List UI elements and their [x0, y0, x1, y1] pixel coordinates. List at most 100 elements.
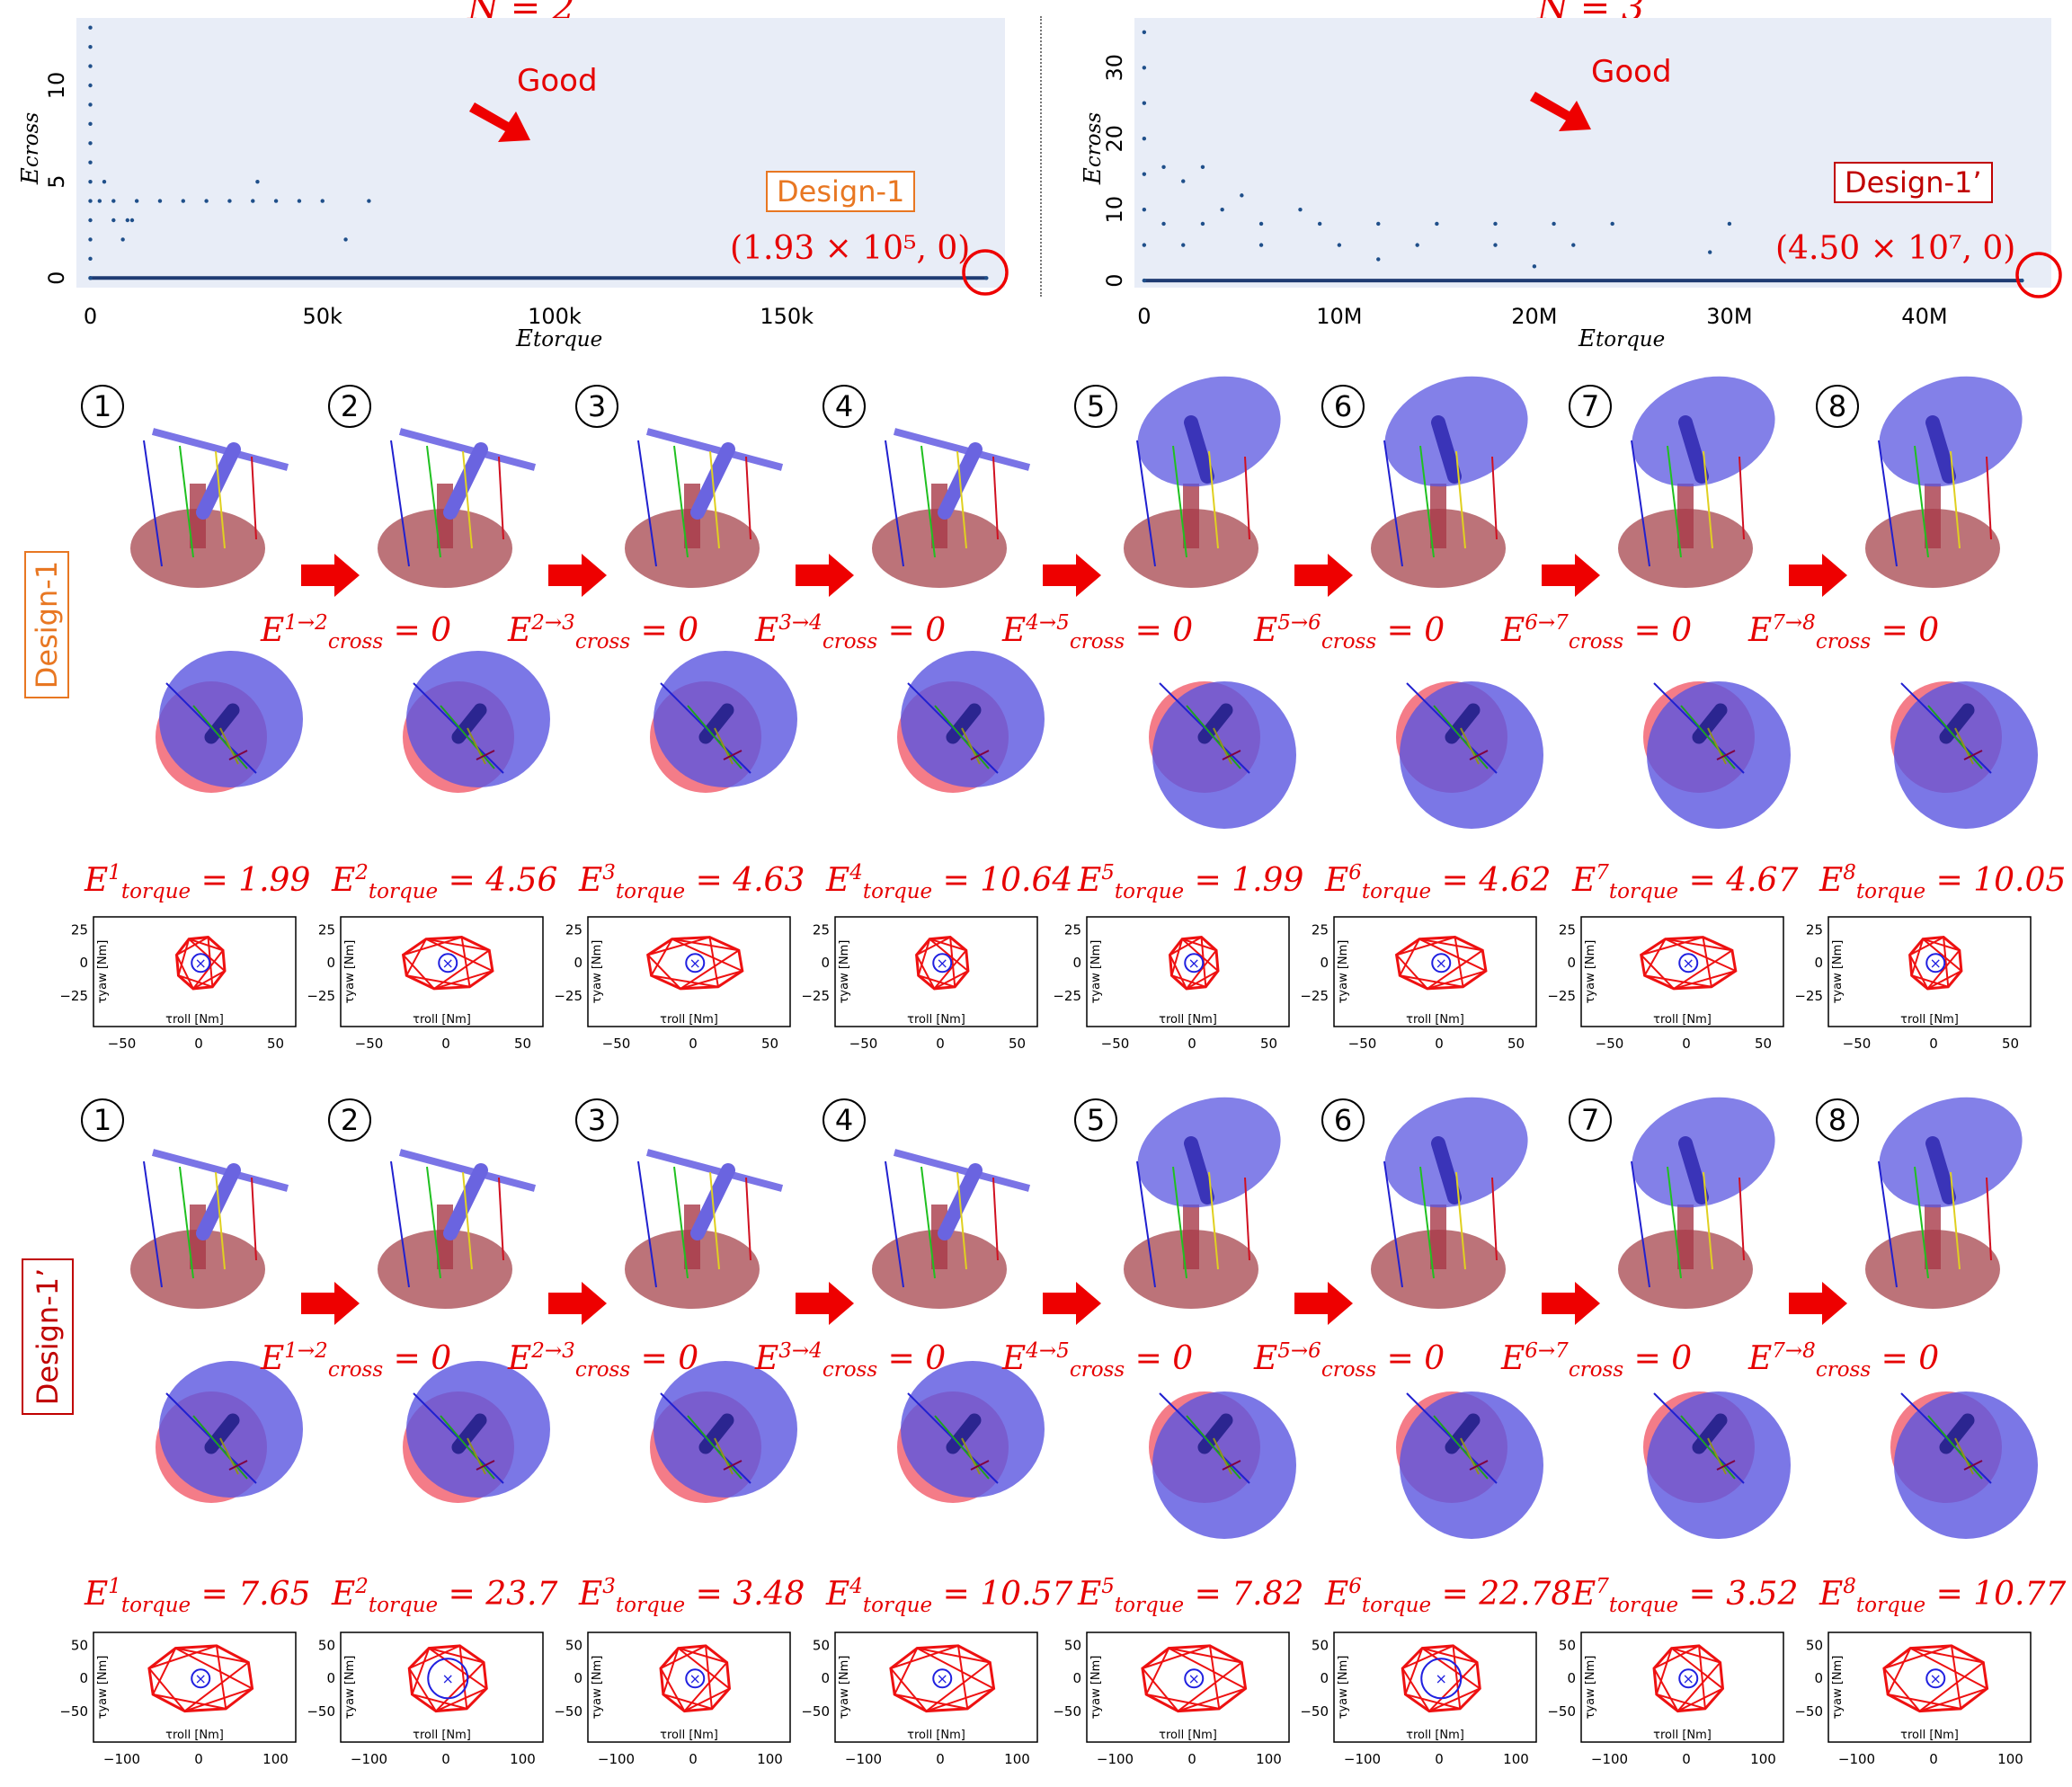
cable-projection	[961, 727, 981, 765]
cable-projection	[714, 727, 734, 765]
good-arrow-right	[1530, 92, 1591, 131]
cable-projection	[1653, 1392, 1745, 1484]
x-tick-label: 30M	[1706, 304, 1752, 329]
cable-projection	[714, 1437, 734, 1475]
torque-label-1: E1torque = 7.65	[84, 1575, 311, 1618]
mini-y-tick: −50	[307, 1703, 335, 1720]
wrench-edge	[1145, 1648, 1170, 1695]
wrench-edge	[1142, 1644, 1211, 1669]
x-tick-label: 40M	[1901, 304, 1947, 329]
platform-projection	[1400, 1391, 1543, 1539]
mini-x-tick: 100	[1256, 1751, 1282, 1767]
cable	[1878, 440, 1898, 567]
data-point	[88, 237, 93, 242]
transition-arrow	[548, 1282, 607, 1325]
step-number-7: 7	[1569, 1098, 1612, 1142]
wrench-edge	[915, 954, 936, 990]
wrench-edge	[916, 936, 951, 956]
mini-x-tick: 50	[1260, 1036, 1277, 1052]
mini-plot-frame	[1086, 1631, 1290, 1743]
mini-x-tick: 50	[2002, 1036, 2019, 1052]
mini-x-tick: 0	[689, 1751, 698, 1767]
cable-projection	[467, 727, 486, 765]
wrench-edge	[680, 949, 740, 990]
data-point	[1161, 164, 1166, 169]
wrench-edge	[1640, 954, 1675, 990]
wrench-edge	[1919, 1687, 1988, 1712]
wrench-edge	[917, 938, 931, 976]
mini-x-tick: 50	[761, 1036, 778, 1052]
point-label-left: (1.93 × 10⁵, 0)	[730, 230, 971, 267]
cable	[1455, 1171, 1466, 1270]
cable-projection	[1186, 705, 1241, 769]
mini-plot-frame	[1580, 916, 1784, 1027]
data-point	[1161, 221, 1166, 227]
wrench-edge	[1142, 1667, 1179, 1712]
required-torque-circle	[1678, 1668, 1699, 1689]
wrench-edge	[175, 1647, 249, 1664]
transition-arrow	[1043, 1282, 1101, 1325]
wrench-edge	[1673, 970, 1737, 990]
cable-projection	[1460, 727, 1480, 765]
wrench-edge	[1673, 949, 1733, 990]
platform-disk	[1632, 1097, 1775, 1208]
step-number-3: 3	[575, 1098, 618, 1142]
data-point	[88, 44, 93, 49]
center-marker: ×	[1436, 955, 1447, 972]
transition-arrow	[1542, 1282, 1600, 1325]
data-point	[251, 199, 255, 203]
cable-projection	[1716, 750, 1736, 760]
wrench-edge	[1909, 936, 1944, 956]
step-number-6: 6	[1321, 1098, 1365, 1142]
center-marker: ×	[1683, 1670, 1694, 1687]
wrench-edge	[412, 1694, 467, 1710]
data-point	[88, 25, 93, 30]
wrench-edge	[1656, 1694, 1706, 1710]
platform-disk	[1384, 1097, 1528, 1208]
mini-plot-frame	[834, 916, 1038, 1027]
wrench-edge	[152, 1648, 177, 1695]
mini-y-tick: −50	[1547, 1703, 1576, 1720]
transition-arrow	[1294, 1282, 1353, 1325]
wrench-edge	[1653, 1667, 1679, 1712]
data-point	[88, 276, 93, 280]
cable	[1208, 1171, 1219, 1270]
cable	[885, 1160, 904, 1288]
mini-y-tick: 50	[1559, 1638, 1576, 1654]
mini-ylabel: τyaw [Nm]	[1831, 940, 1845, 1004]
y-tick-label: 20	[1102, 125, 1127, 153]
cross-label-7: E7→8cross = 0	[1748, 1339, 1940, 1382]
platform-projection	[1152, 681, 1296, 829]
center-marker: ×	[689, 1670, 701, 1687]
cable	[1136, 440, 1156, 567]
data-point	[120, 237, 125, 242]
mini-x-tick: 100	[510, 1751, 536, 1767]
mini-y-tick: 0	[326, 955, 335, 971]
center-marker: ×	[937, 955, 948, 972]
step-number-2: 2	[328, 1098, 371, 1142]
mini-y-tick: 50	[1064, 1638, 1081, 1654]
center-marker: ×	[689, 955, 701, 972]
cable-projection	[1954, 727, 1974, 765]
torque-label-8: E8torque = 10.05	[1819, 861, 2067, 904]
cable	[920, 1166, 936, 1279]
data-point	[1240, 193, 1244, 198]
platform-arm	[1184, 415, 1214, 484]
transition-arrow	[548, 554, 607, 597]
transition-arrow	[1789, 1282, 1847, 1325]
wrench-edge	[192, 970, 226, 990]
cable	[1878, 1160, 1898, 1288]
mini-x-tick: 0	[1435, 1036, 1444, 1052]
mini-ylabel: τyaw [Nm]	[96, 1656, 110, 1720]
wrench-edge	[152, 1693, 227, 1710]
cable-projection	[1186, 1415, 1241, 1480]
wrench-edge	[1427, 970, 1487, 990]
cable	[498, 1177, 504, 1261]
mini-ylabel: τyaw [Nm]	[1584, 1656, 1597, 1720]
data-point	[1727, 221, 1732, 227]
cable	[1244, 456, 1250, 540]
cable	[1491, 1177, 1498, 1261]
center-marker: ×	[1188, 1670, 1200, 1687]
cable	[1136, 1160, 1156, 1288]
